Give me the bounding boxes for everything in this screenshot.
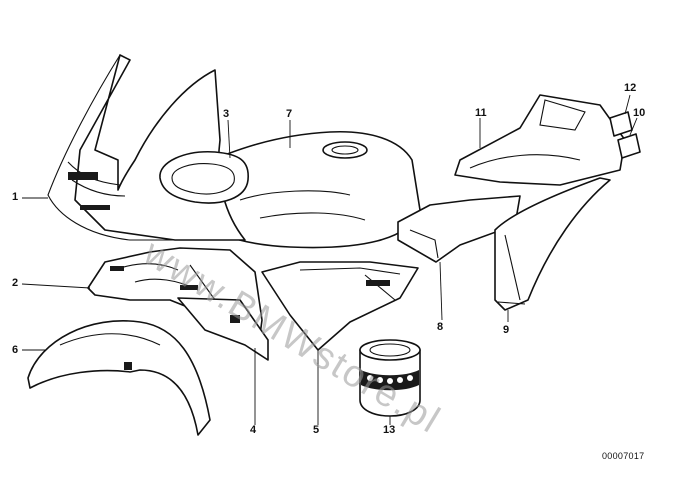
callout-7: 7 (286, 108, 293, 120)
callout-2: 2 (12, 277, 19, 289)
front-fairing (47, 54, 246, 241)
rear-mudguard (494, 177, 611, 311)
callout-1: 1 (12, 191, 19, 203)
callout-5: 5 (313, 424, 320, 436)
instrument-cover (159, 151, 249, 204)
lower-bracket (177, 297, 269, 361)
callout-13: 13 (383, 424, 396, 436)
callout-11: 11 (475, 107, 487, 119)
reference-code: 00007017 (602, 451, 645, 461)
callout-6: 6 (12, 344, 19, 356)
callout-12: 12 (624, 82, 637, 94)
cowl-brackets (609, 111, 641, 159)
side-panel (261, 261, 419, 351)
callout-4: 4 (250, 424, 257, 436)
callout-leaders (21, 94, 638, 425)
callout-9: 9 (503, 324, 510, 336)
callout-8: 8 (437, 321, 444, 333)
paint-tin (359, 339, 421, 417)
callout-10: 10 (633, 107, 646, 119)
callout-3: 3 (223, 108, 230, 120)
front-mudguard (27, 320, 211, 436)
